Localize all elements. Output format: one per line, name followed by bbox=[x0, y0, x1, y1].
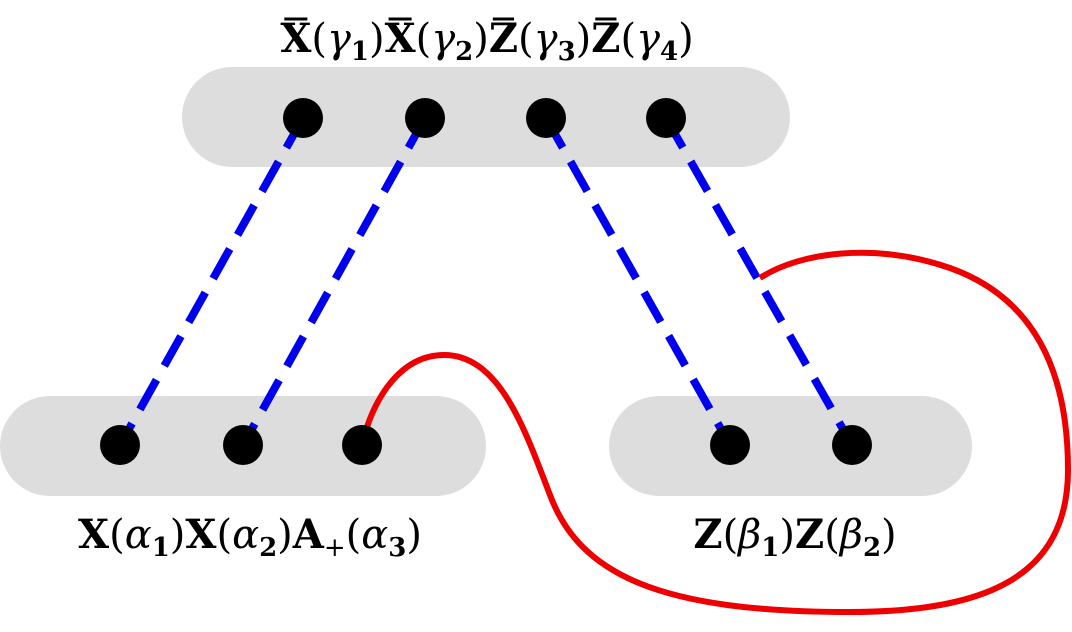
label-left-index-1: 1 bbox=[152, 533, 170, 563]
label-right-open-1: ( bbox=[723, 512, 739, 558]
top-vertex-group bbox=[182, 67, 790, 167]
top-group-label: X(γ1)X(γ2)Z(γ3)Z(γ4) bbox=[280, 15, 693, 67]
node-gamma-1 bbox=[283, 98, 323, 138]
label-left-open-3: ( bbox=[346, 512, 362, 558]
label-top-close-2: ) bbox=[473, 16, 489, 62]
label-top-symbol-3: γ bbox=[534, 16, 558, 62]
label-right-index-2: 2 bbox=[863, 533, 881, 563]
contraction-gamma4-beta2 bbox=[662, 116, 856, 447]
label-top-symbol-4: γ bbox=[636, 16, 660, 62]
label-top-symbol-1: γ bbox=[327, 16, 351, 62]
label-top-index-1: 1 bbox=[351, 37, 369, 67]
label-top-field-3: Z bbox=[489, 15, 518, 62]
contraction-gamma1-alpha1 bbox=[116, 116, 307, 447]
label-top-open-1: ( bbox=[311, 16, 327, 62]
label-left-symbol-2: α bbox=[232, 512, 259, 558]
label-top-close-3: ) bbox=[576, 16, 592, 62]
label-top-close-1: ) bbox=[369, 16, 385, 62]
label-top-field-4: Z bbox=[591, 15, 620, 62]
node-alpha-1 bbox=[100, 425, 140, 465]
label-top-index-4: 4 bbox=[660, 37, 678, 67]
label-left-index-3: 3 bbox=[388, 533, 406, 563]
node-gamma-2 bbox=[405, 98, 445, 138]
contraction-gamma2-alpha2 bbox=[239, 116, 429, 447]
label-right-index-1: 1 bbox=[761, 533, 779, 563]
right-vertex-group bbox=[609, 396, 972, 496]
label-right-close-1: ) bbox=[779, 512, 795, 558]
label-left-symbol-1: α bbox=[125, 512, 152, 558]
label-left-field-1: X bbox=[78, 511, 109, 558]
label-right-field-2: Z bbox=[795, 511, 824, 558]
label-right-close-2: ) bbox=[881, 512, 897, 558]
node-gamma-4 bbox=[646, 98, 686, 138]
node-beta-2 bbox=[832, 425, 872, 465]
label-left-close-2: ) bbox=[277, 512, 293, 558]
label-top-symbol-2: γ bbox=[431, 16, 455, 62]
label-top-close-4: ) bbox=[678, 16, 694, 62]
node-gamma-3 bbox=[526, 98, 566, 138]
label-top-index-2: 2 bbox=[455, 37, 473, 67]
label-left-open-2: ( bbox=[216, 512, 232, 558]
label-top-open-2: ( bbox=[416, 16, 432, 62]
propagator-curve bbox=[359, 249, 1072, 616]
label-top-open-4: ( bbox=[620, 16, 636, 62]
label-right-symbol-2: β bbox=[838, 512, 863, 558]
label-left-open-1: ( bbox=[109, 512, 125, 558]
node-alpha-2 bbox=[223, 425, 263, 465]
label-top-index-3: 3 bbox=[558, 37, 576, 67]
node-alpha-3 bbox=[342, 425, 382, 465]
label-right-field-1: Z bbox=[693, 511, 722, 558]
label-top-field-2: X bbox=[385, 15, 416, 62]
label-top-open-3: ( bbox=[518, 16, 534, 62]
label-left-symbol-3: α bbox=[361, 512, 388, 558]
label-left-index-2: 2 bbox=[259, 533, 277, 563]
contraction-gamma3-beta1 bbox=[542, 116, 734, 447]
label-left-plus-3: + bbox=[324, 533, 346, 563]
right-group-label: Z(β1)Z(β2) bbox=[693, 511, 896, 563]
label-right-open-2: ( bbox=[824, 512, 840, 558]
label-right-symbol-1: β bbox=[736, 512, 761, 558]
label-left-field-3: A bbox=[292, 511, 325, 558]
label-left-close-3: ) bbox=[406, 512, 422, 558]
node-beta-1 bbox=[710, 425, 750, 465]
label-left-field-2: X bbox=[185, 511, 216, 558]
label-left-close-1: ) bbox=[170, 512, 186, 558]
left-group-label: X(α1)X(α2)A+(α3) bbox=[78, 511, 422, 563]
label-top-field-1: X bbox=[280, 15, 311, 62]
